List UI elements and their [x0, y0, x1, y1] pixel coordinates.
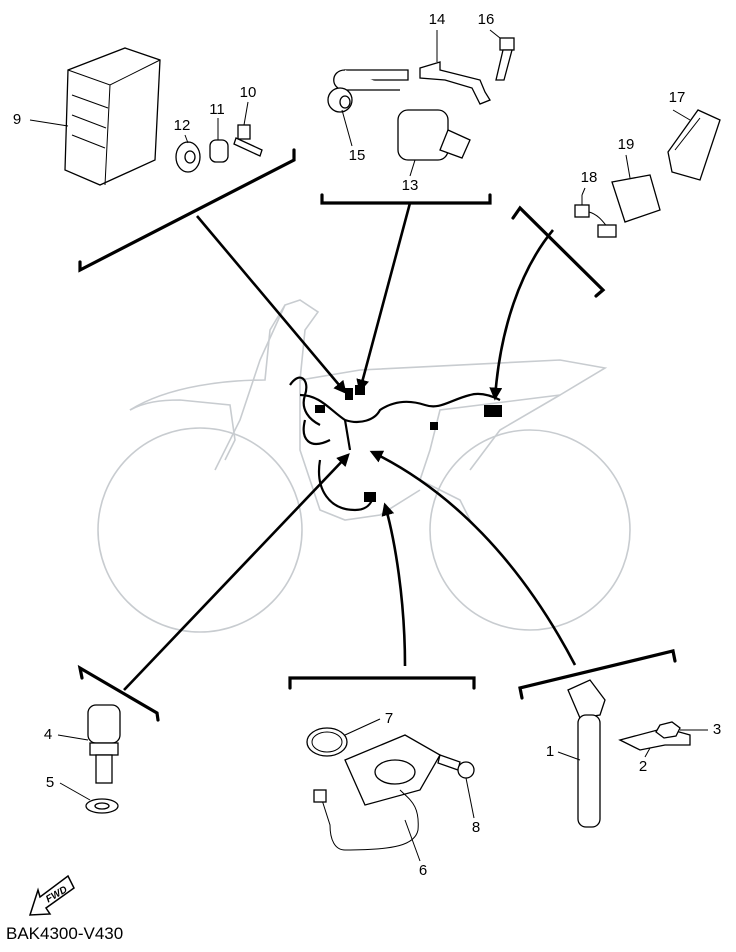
bracket-part-2 [618, 727, 691, 751]
callout-2: 2 [639, 758, 647, 775]
callout-6: 6 [419, 862, 427, 879]
callout-11: 11 [209, 101, 225, 118]
group-brackets [77, 148, 677, 722]
bracket-part-14 [419, 61, 491, 105]
nut-part-3 [655, 721, 681, 739]
bolt-part-10 [233, 124, 263, 157]
callout-7: 7 [385, 710, 393, 727]
callout-15: 15 [349, 147, 366, 164]
callout-4: 4 [44, 726, 52, 743]
temperature-sensor-part-4 [87, 704, 121, 784]
callout-19: 19 [618, 136, 635, 153]
forward-direction-arrow: FWD [28, 874, 75, 916]
callout-8: 8 [472, 819, 480, 836]
damper-part-12 [175, 141, 201, 173]
bolt-part-16 [495, 37, 515, 81]
callout-14: 14 [429, 11, 446, 28]
ecu-part-9 [64, 47, 161, 186]
sensor-plate-part-6 [313, 734, 441, 851]
fwd-label: FWD [44, 884, 69, 905]
connector-part-18 [574, 195, 617, 238]
leader-arrows [123, 202, 577, 691]
wire-harness [289, 376, 502, 512]
callout-labels: 9 12 11 10 14 16 15 13 17 19 18 4 5 7 8 … [13, 11, 721, 879]
o-ring-part-7 [306, 727, 348, 757]
cdi-part-17 [667, 109, 721, 181]
callout-10: 10 [240, 84, 257, 101]
throttle-sensor-part-1 [567, 679, 606, 828]
cap-part-15 [327, 87, 353, 113]
diagram-code: BAK4300-V430 [6, 924, 123, 943]
gasket-part-5 [85, 798, 119, 814]
callout-leaders [29, 29, 708, 862]
callout-3: 3 [713, 721, 721, 738]
callout-16: 16 [478, 11, 495, 28]
callout-5: 5 [46, 774, 54, 791]
callout-13: 13 [402, 177, 419, 194]
callout-18: 18 [581, 169, 598, 186]
callout-17: 17 [669, 89, 686, 106]
callout-12: 12 [174, 117, 191, 134]
ignition-coil-part-13 [333, 69, 471, 161]
relay-part-19 [611, 174, 661, 223]
bolt-part-8 [437, 754, 475, 779]
callout-1: 1 [546, 743, 554, 760]
callout-9: 9 [13, 111, 21, 128]
motorcycle-outline [97, 299, 631, 633]
collar-part-11 [209, 139, 229, 163]
